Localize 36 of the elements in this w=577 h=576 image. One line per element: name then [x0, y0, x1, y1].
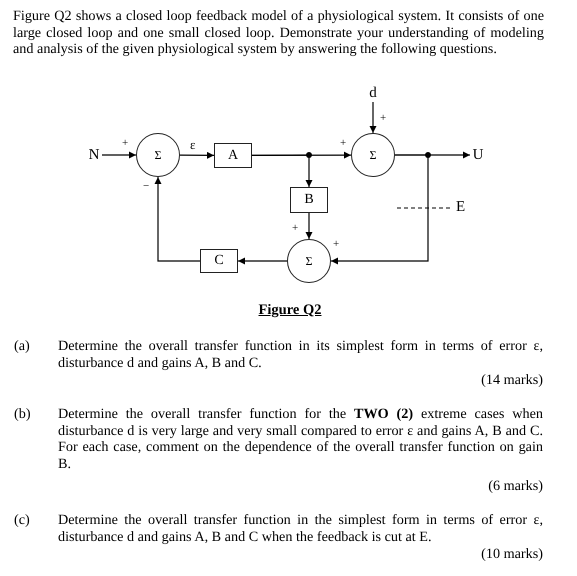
gain-block: A: [214, 143, 252, 168]
marks-label: (10 marks): [480, 546, 543, 563]
input-label: N: [86, 146, 102, 164]
summing-junction: Σ: [287, 239, 331, 283]
output-label: U: [470, 146, 486, 164]
marks-label: (14 marks): [480, 372, 543, 389]
arrow: [370, 102, 376, 133]
arrow: [306, 213, 312, 239]
summing-junction: Σ: [136, 133, 180, 177]
marks-label: (6 marks): [487, 478, 543, 495]
summing-junction: Σ: [351, 133, 395, 177]
question-text: Determine the overall transfer function for the TWO (2) extreme cases when disturbance d is very large and very small compared to error ε and gains A, B and C. For each case, comment on the dependence of the overall transfer function on gain B.: [58, 406, 543, 472]
arrow: [252, 154, 312, 187]
sign-label: +: [380, 112, 386, 124]
arrow: [238, 258, 287, 264]
arrow: [180, 152, 214, 159]
edge-label: ε: [190, 137, 196, 153]
figure-caption: Figure Q2: [258, 302, 322, 319]
gain-block: B: [290, 187, 328, 213]
arrow: [154, 177, 200, 262]
cut-point-label: E: [456, 199, 466, 216]
disturbance-label: d: [367, 84, 379, 102]
gain-block: C: [200, 249, 238, 273]
question-text: Determine the overall transfer function in its simplest form in terms of error ε, disturbance d and gains A, B and C.: [58, 338, 543, 372]
sign-label: +: [340, 137, 346, 149]
sign-label: −: [143, 180, 150, 192]
sign-label: +: [122, 137, 128, 149]
arrow: [102, 152, 136, 158]
question-number: (a): [14, 338, 30, 355]
question-text: Determine the overall transfer function in the simplest form in terms of error ε, disturbance d and gains A, B and C when the feedback is cut at E.: [58, 512, 543, 546]
arrow: [331, 154, 429, 264]
sign-label: +: [333, 238, 340, 250]
intro-paragraph: Figure Q2 shows a closed loop feedback model of a physiological system. It consists of one large closed loop and one small closed loop. Demonstrate your understanding of modeling and analysis of the given physiological system by answering the following questions.: [13, 8, 544, 58]
sign-label: +: [292, 222, 298, 234]
question-number: (c): [14, 512, 30, 529]
question-number: (b): [14, 406, 31, 423]
